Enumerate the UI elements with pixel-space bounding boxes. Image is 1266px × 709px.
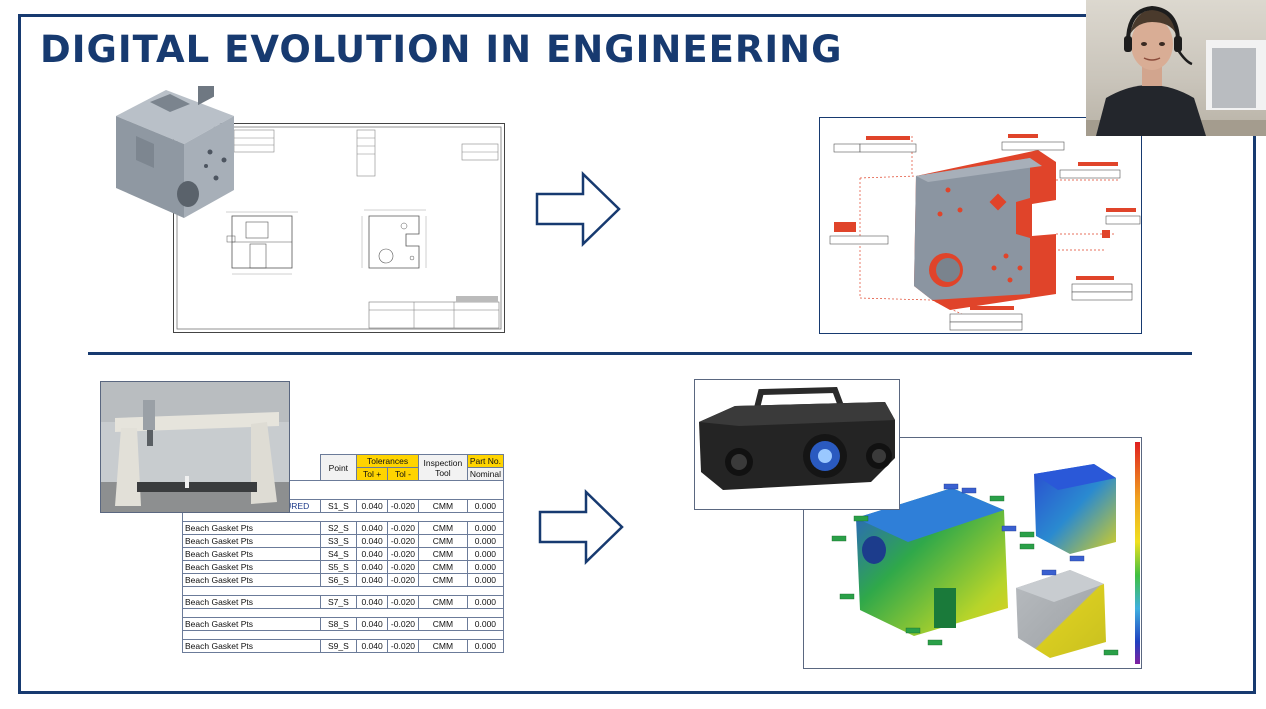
row-nominal: 0.000 (466, 573, 505, 587)
row-tool: CMM (417, 573, 468, 587)
drawing-sheet-image (176, 126, 502, 330)
header-tol-minus: Tol - (387, 467, 419, 481)
row-tol-minus: -0.020 (387, 639, 419, 653)
row-tol-plus: 0.040 (356, 521, 389, 535)
row-point: S6_S (319, 573, 358, 587)
header-point: Point (319, 454, 358, 481)
header-nominal: Nominal (466, 467, 505, 481)
row-tol-plus: 0.040 (356, 639, 389, 653)
table-row: Beach Gasket Pts S7_S 0.040 -0.020 CMM 0… (182, 595, 505, 609)
table-row: Beach Gasket Pts S4_S 0.040 -0.020 CMM 0… (182, 547, 505, 561)
row-tol-minus: -0.020 (387, 547, 419, 561)
row-tool: CMM (417, 560, 468, 574)
header-tol-plus: Tol + (356, 467, 389, 481)
row-label: Beach Gasket Pts (182, 560, 321, 574)
row-nominal: 0.000 (466, 595, 505, 609)
row-point: S5_S (319, 560, 358, 574)
row-label: Beach Gasket Pts (182, 547, 321, 561)
header-tolerances: Tolerances (356, 454, 419, 468)
table-row: Beach Gasket Pts S5_S 0.040 -0.020 CMM 0… (182, 560, 505, 574)
row-tool: CMM (417, 521, 468, 535)
header-part-no: Part No. (466, 454, 505, 468)
row-tol-plus: 0.040 (356, 573, 389, 587)
row-nominal: 0.000 (466, 499, 505, 513)
row-tol-plus: 0.040 (356, 499, 389, 513)
row-tol-minus: -0.020 (387, 617, 419, 631)
slide-title: DIGITAL EVOLUTION IN ENGINEERING (40, 28, 843, 71)
row-tol-plus: 0.040 (356, 560, 389, 574)
row-tool: CMM (417, 499, 468, 513)
row-tol-minus: -0.020 (387, 499, 419, 513)
row-tol-plus: 0.040 (356, 547, 389, 561)
row-point: S8_S (319, 617, 358, 631)
row-label: Beach Gasket Pts (182, 617, 321, 631)
row-nominal: 0.000 (466, 639, 505, 653)
row-point: S7_S (319, 595, 358, 609)
table-row: Beach Gasket Pts S8_S 0.040 -0.020 CMM 0… (182, 617, 505, 631)
header-inspection-tool: Inspection Tool (417, 454, 468, 481)
row-tol-minus: -0.020 (387, 595, 419, 609)
table-row: Beach Gasket Pts S3_S 0.040 -0.020 CMM 0… (182, 534, 505, 548)
webcam-video-feed (1086, 0, 1266, 136)
color-map-image (831, 442, 1140, 664)
row-tool: CMM (417, 547, 468, 561)
table-spacer (182, 608, 504, 618)
row-point: S9_S (319, 639, 358, 653)
cmm-machine-photo (100, 381, 290, 513)
row-tool: CMM (417, 595, 468, 609)
row-label: Beach Gasket Pts (182, 595, 321, 609)
row-label: Beach Gasket Pts (182, 639, 321, 653)
row-tool: CMM (417, 534, 468, 548)
row-nominal: 0.000 (466, 547, 505, 561)
table-row: Beach Gasket Pts S2_S 0.040 -0.020 CMM 0… (182, 521, 505, 535)
table-row: Beach Gasket Pts S6_S 0.040 -0.020 CMM 0… (182, 573, 505, 587)
table-spacer (182, 586, 504, 596)
presenter-video-image (1086, 5, 1266, 136)
row-tol-plus: 0.040 (356, 534, 389, 548)
row-tool: CMM (417, 639, 468, 653)
gdt-model-panel (819, 117, 1142, 334)
row-nominal: 0.000 (466, 521, 505, 535)
row-tol-plus: 0.040 (356, 595, 389, 609)
cmm-machine-image (101, 382, 289, 512)
3d-scanner-photo (694, 379, 900, 510)
row-label: Beach Gasket Pts (182, 573, 321, 587)
section-divider (88, 352, 1192, 355)
table-subheader-row: Tol + Tol - Nominal (183, 467, 505, 481)
row-nominal: 0.000 (466, 534, 505, 548)
row-tol-minus: -0.020 (387, 573, 419, 587)
row-tol-minus: -0.020 (387, 521, 419, 535)
right-arrow-icon (538, 489, 624, 565)
table-spacer (182, 512, 504, 522)
table-spacer (182, 630, 504, 640)
row-point: S1_S (319, 499, 358, 513)
3d-scanner-image (695, 380, 899, 509)
row-nominal: 0.000 (466, 617, 505, 631)
row-tol-plus: 0.040 (356, 617, 389, 631)
table-row: Beach Gasket Pts S9_S 0.040 -0.020 CMM 0… (182, 639, 505, 653)
row-label: Beach Gasket Pts (182, 534, 321, 548)
right-arrow-icon (535, 171, 621, 247)
row-nominal: 0.000 (466, 560, 505, 574)
iso-part-image (116, 86, 234, 218)
row-tol-minus: -0.020 (387, 560, 419, 574)
row-point: S2_S (319, 521, 358, 535)
row-tool: CMM (417, 617, 468, 631)
row-point: S4_S (319, 547, 358, 561)
row-label: Beach Gasket Pts (182, 521, 321, 535)
row-point: S3_S (319, 534, 358, 548)
gdt-model-image (829, 134, 1141, 331)
row-tol-minus: -0.020 (387, 534, 419, 548)
